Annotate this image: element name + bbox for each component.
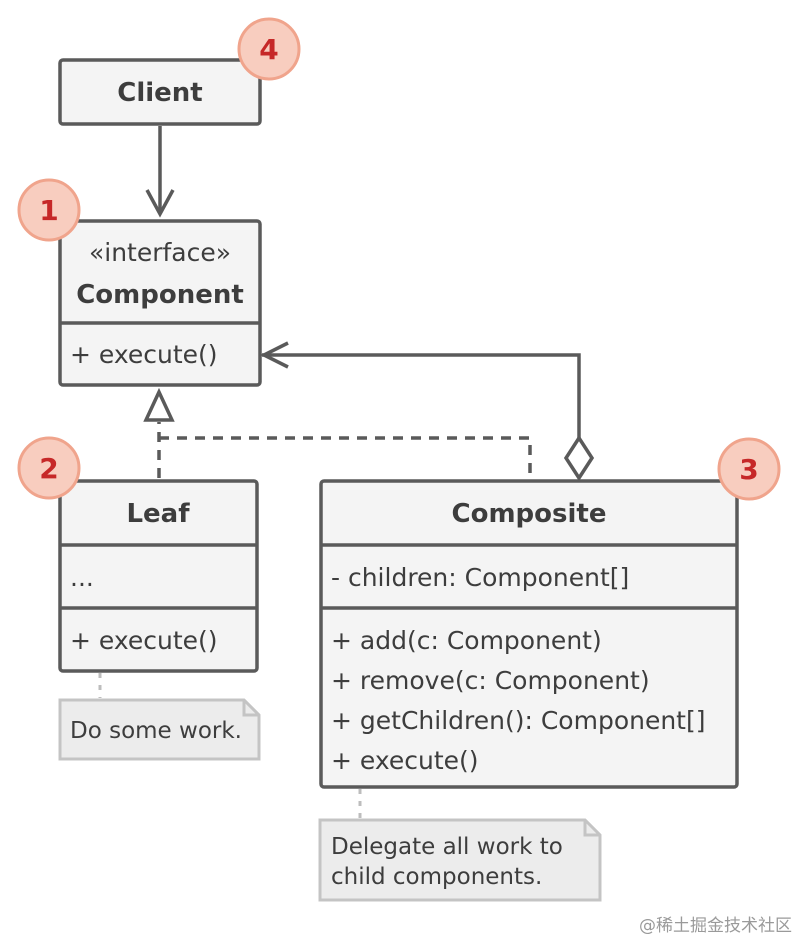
svg-text:3: 3 (739, 453, 758, 486)
badge-2: 2 (17, 436, 81, 500)
composite-method-getchildren: + getChildren(): Component[] (331, 706, 706, 735)
leaf-note: Do some work. (58, 673, 261, 761)
composite-aggregation-arrow (260, 341, 595, 482)
composite-method-execute: + execute() (331, 746, 479, 775)
leaf-title: Leaf (126, 499, 190, 529)
component-title: Component (76, 280, 244, 310)
client-title: Client (117, 78, 202, 108)
svg-text:4: 4 (259, 33, 278, 66)
composite-class: Composite - children: Component[] + add(… (319, 479, 739, 789)
component-interface: «interface» Component + execute() (58, 219, 262, 387)
badge-3: 3 (717, 437, 781, 501)
composite-note-line-1: Delegate all work to (331, 834, 563, 860)
badge-1: 1 (17, 178, 81, 242)
badge-4: 4 (237, 17, 301, 81)
watermark: @稀土掘金技术社区 (639, 916, 792, 936)
svg-text:1: 1 (39, 194, 58, 227)
composite-note: Delegate all work to child components. (318, 789, 602, 902)
client-to-component-arrow (145, 126, 175, 218)
leaf-note-text: Do some work. (70, 718, 242, 744)
composite-method-add: + add(c: Component) (331, 626, 602, 655)
composite-fields: - children: Component[] (331, 563, 629, 592)
realization-arrows (143, 387, 532, 478)
component-method: + execute() (70, 340, 218, 369)
realization-triangle (143, 387, 175, 422)
composite-method-remove: + remove(c: Component) (331, 666, 650, 695)
leaf-fields: ... (70, 563, 94, 592)
svg-text:2: 2 (39, 452, 58, 485)
leaf-class: Leaf ... + execute() (58, 479, 259, 673)
aggregation-diamond (563, 434, 595, 482)
leaf-method: + execute() (70, 626, 218, 655)
composite-title: Composite (452, 499, 607, 529)
component-stereotype: «interface» (89, 238, 231, 267)
composite-note-line-2: child components. (331, 864, 542, 890)
client-class: Client (58, 58, 262, 126)
